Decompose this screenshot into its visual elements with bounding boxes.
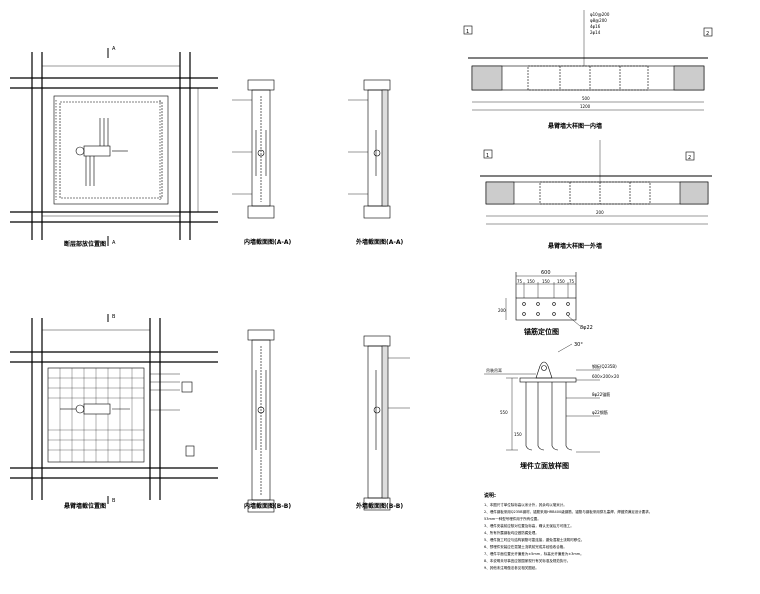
- plate-dim-height: 200: [498, 308, 506, 313]
- plate-dim-3: 150: [542, 279, 550, 284]
- caption-sec-a-out: 外墙截面图(A-A): [355, 238, 404, 246]
- wall-inner-rebar-4: 2φ14: [590, 30, 601, 35]
- elev-bar: φ22钢筋: [592, 409, 608, 415]
- plan-a-section-mark-bottom: A: [112, 240, 116, 246]
- caption-elevation: 埋件立面放样图: [520, 461, 569, 470]
- section-a-outer-drawing: [348, 79, 391, 219]
- wall-inner-dim-a: 500: [582, 96, 590, 101]
- plate-dim-total: 600: [541, 270, 551, 276]
- elev-plate: 钢板(Q235B): [592, 363, 617, 369]
- section-b-outer-drawing: [363, 335, 410, 511]
- caption-sec-a-in: 内墙截面图(A-A): [244, 238, 292, 246]
- note-line-8: 7、埋件平面位置允许偏差为±5mm，标高允许偏差为±3mm。: [484, 552, 584, 556]
- elevation-drawing: [484, 343, 600, 453]
- section-a-inner-drawing: [232, 79, 275, 219]
- caption-sec-b-in: 内墙截面图(B-B): [244, 502, 291, 510]
- note-line-4: 3、埋件安装前应核对位置及标高，确认无误后方可施工。: [484, 524, 574, 528]
- note-line-7: 6、预埋件安装应在混凝土浇筑前完成并经验收合格。: [484, 545, 567, 549]
- notes-title: 说明:: [484, 493, 496, 499]
- plate-dim-2: 150: [527, 279, 535, 284]
- wall-inner-callout-1: 1: [466, 29, 469, 35]
- plate-dim-1: 75: [517, 279, 523, 284]
- plate-dim-4: 150: [557, 279, 565, 284]
- wall-outer-callout-1: 1: [486, 153, 489, 159]
- plate-dim-5: 75: [569, 279, 575, 284]
- elev-hanger: 吊装吊耳: [486, 367, 502, 373]
- caption-wall-out: 悬臂墙大样图一外墙: [547, 242, 602, 250]
- elev-angle: 30°: [574, 342, 583, 348]
- elev-anchor: 8φ22锚筋: [592, 391, 610, 397]
- section-b-inner-drawing: [247, 329, 275, 513]
- wall-outer-dim-b: 200: [596, 210, 604, 215]
- plan-b-drawing: [10, 314, 218, 504]
- plan-b-section-mark-bottom: B: [112, 498, 116, 504]
- note-line-10: 9、其他未注明做法参见相关图纸。: [484, 566, 539, 570]
- note-line-2: 2、埋件钢板采用Q235B钢材，锚筋采用HRB400级钢筋，锚筋与钢板采用穿孔塞…: [484, 510, 653, 514]
- note-line-3: 53mm一种型号埋件用于所有位置。: [484, 517, 541, 521]
- caption-plan-a: 断层部放位置图: [64, 240, 106, 248]
- wall-inner-rebar-2: φ8@200: [590, 18, 607, 23]
- wall-outer-callout-2: 2: [688, 155, 691, 161]
- note-line-6: 5、埋件施工时应与结构钢筋可靠连接，避免混凝土浇筑时移位。: [484, 538, 585, 542]
- wall-inner-rebar-1: φ10@200: [590, 12, 610, 17]
- plate-anchor-note: 8φ22: [580, 325, 593, 331]
- note-line-5: 4、所有外露钢板均应做防腐处理。: [484, 531, 539, 535]
- elev-height: 550: [500, 410, 508, 415]
- caption-wall-in: 悬臂墙大样图一内墙: [547, 122, 602, 130]
- plan-a-section-mark-top: A: [112, 46, 116, 52]
- notes-block: 说明: 1、本图尺寸单位除标高以米计外，其余均以毫米计。 2、埋件钢板采用Q23…: [484, 492, 754, 572]
- wall-inner-callout-2: 2: [706, 31, 709, 37]
- anchor-plate-drawing: [505, 272, 581, 327]
- note-line-1: 1、本图尺寸单位除标高以米计外，其余均以毫米计。: [484, 503, 567, 507]
- caption-sec-b-out: 外墙截面图(B-B): [355, 502, 403, 510]
- caption-anchor-plate: 锚筋定位图: [524, 327, 559, 336]
- elev-sub: 150: [514, 432, 522, 437]
- plan-b-section-mark-top: B: [112, 314, 116, 320]
- wall-inner-detail-drawing: [463, 10, 713, 111]
- caption-plan-b: 悬臂墙截位置图: [63, 502, 106, 510]
- note-line-9: 8、本说明未尽事宜应按国家现行有关标准及规范执行。: [484, 559, 571, 563]
- wall-outer-detail-drawing: [480, 140, 712, 225]
- plan-a-drawing: [10, 48, 218, 246]
- elev-plate-size: 600×200×20: [592, 374, 620, 379]
- wall-inner-rebar-3: 4φ16: [590, 24, 601, 29]
- wall-inner-dim-c: 1200: [580, 104, 591, 109]
